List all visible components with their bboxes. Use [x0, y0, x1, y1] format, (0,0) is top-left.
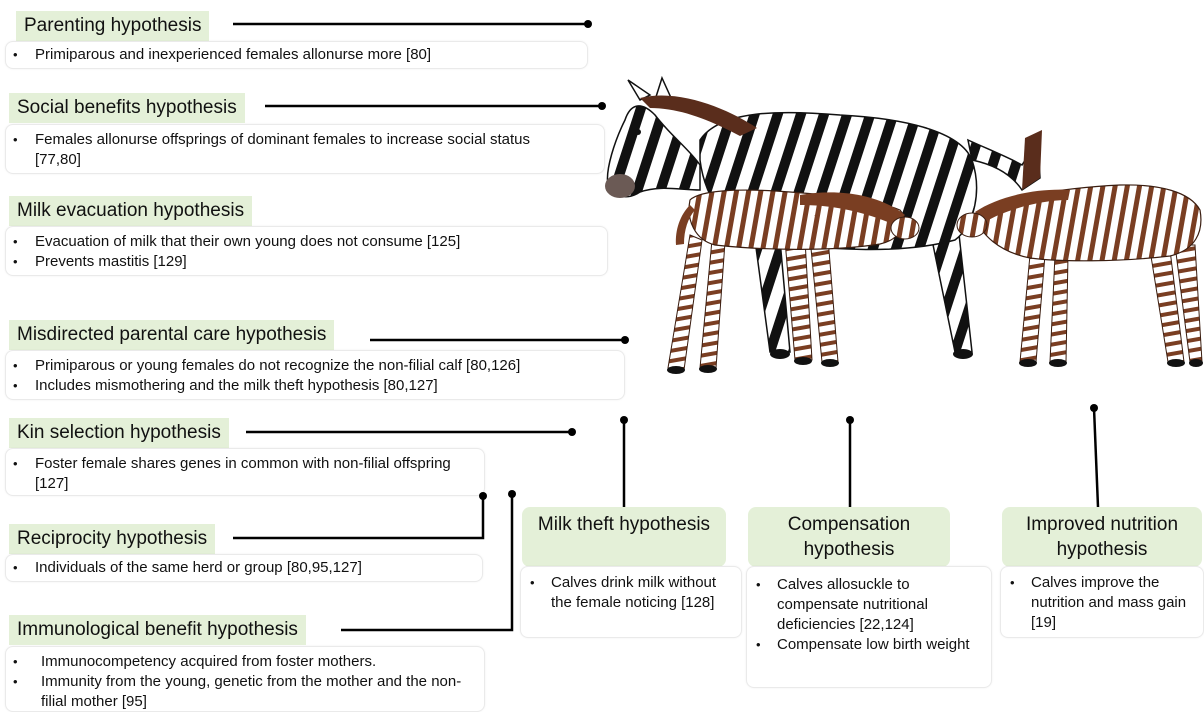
left-foal: [667, 190, 919, 374]
hoof: [1049, 359, 1067, 367]
foal-head: [957, 213, 987, 237]
adult-tail-tuft: [1022, 130, 1042, 190]
hoof: [1019, 359, 1037, 367]
hoof: [667, 366, 685, 374]
foal-body: [975, 185, 1201, 261]
foal-leg: [810, 238, 838, 362]
right-foal: [957, 185, 1203, 367]
adult-eye: [635, 129, 641, 135]
hoof: [1167, 359, 1185, 367]
hoof: [1189, 359, 1203, 367]
foal-leg: [1020, 255, 1045, 362]
hoof: [953, 349, 973, 359]
hoof: [770, 349, 790, 359]
adult-muzzle: [605, 174, 635, 198]
foal-leg: [1050, 255, 1068, 362]
adult-leg: [755, 240, 790, 352]
foal-leg: [700, 240, 725, 368]
foal-leg: [668, 235, 702, 370]
hoof: [699, 365, 717, 373]
foal-head: [891, 217, 919, 239]
hoof: [794, 357, 812, 365]
hoof: [821, 359, 839, 367]
